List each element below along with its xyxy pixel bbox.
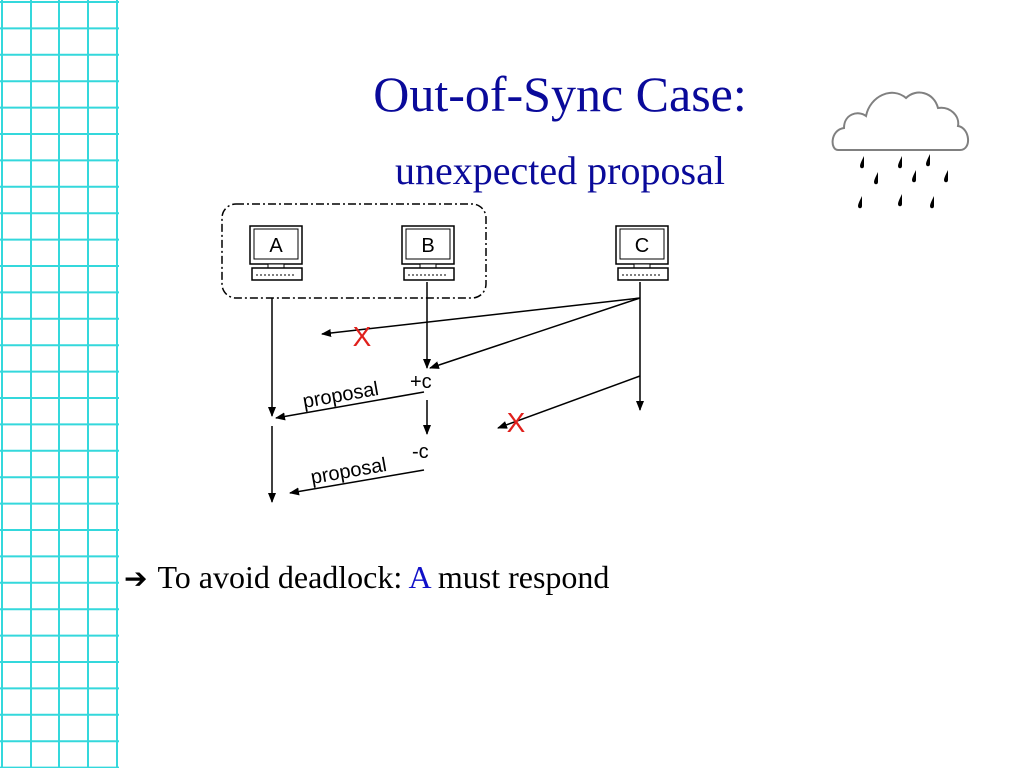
node-c-label: C bbox=[635, 235, 649, 257]
message-label-minus-suffix: -c bbox=[412, 441, 429, 463]
group-box-ab bbox=[221, 203, 487, 299]
node-b: B bbox=[401, 225, 455, 281]
node-c: C bbox=[615, 225, 669, 281]
message-label-plus-suffix: +c bbox=[410, 371, 432, 393]
rain-cloud-icon bbox=[831, 91, 969, 209]
slide-subtitle: unexpected proposal bbox=[395, 148, 725, 193]
bullet-prefix: To avoid deadlock: bbox=[157, 559, 409, 595]
bullet-text: ➔ To avoid deadlock: A must respond bbox=[124, 558, 609, 598]
node-a: A bbox=[249, 225, 303, 281]
node-a-label: A bbox=[269, 235, 283, 257]
decorative-grid-strip bbox=[0, 0, 119, 768]
message-label-proposal-plus: proposal bbox=[301, 378, 380, 413]
message-c-to-a-lost bbox=[321, 297, 641, 337]
bullet-highlight: A bbox=[408, 559, 430, 595]
message-b-to-a-proposal-minus bbox=[289, 469, 425, 496]
message-b-to-a-proposal-plus bbox=[275, 391, 425, 421]
message-c-to-b bbox=[429, 297, 641, 369]
message-c-lost-second bbox=[497, 375, 641, 429]
message-label-proposal-plus-text: proposal bbox=[301, 378, 380, 413]
lost-marker-1: X bbox=[353, 321, 372, 352]
bullet-suffix: must respond bbox=[429, 559, 610, 595]
right-arrow-icon: ➔ bbox=[124, 562, 148, 595]
lost-marker-2: X bbox=[507, 407, 526, 438]
slide-title: Out-of-Sync Case: bbox=[373, 66, 747, 122]
node-b-label: B bbox=[421, 235, 434, 257]
